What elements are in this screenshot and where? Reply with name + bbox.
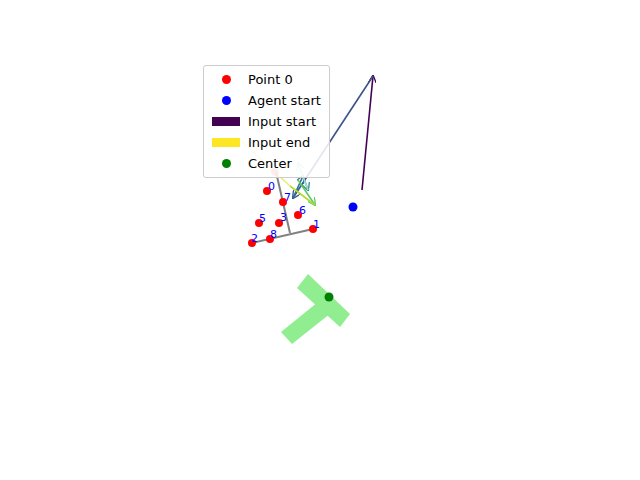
legend-text: Agent start xyxy=(248,93,321,108)
legend-sample xyxy=(212,69,242,90)
legend-sample xyxy=(212,153,242,174)
legend-row: Agent start xyxy=(212,90,321,111)
legend-sample xyxy=(212,111,242,132)
legend-text: Input end xyxy=(248,135,310,150)
point-index-label: 7 xyxy=(284,192,291,203)
point-index-label: 2 xyxy=(251,233,258,244)
legend-row: Point 0 xyxy=(212,69,321,90)
legend-row: Center xyxy=(212,153,321,174)
legend-text: Input start xyxy=(248,114,316,129)
legend-marker xyxy=(222,159,231,168)
legend-text: Point 0 xyxy=(248,72,293,87)
legend-sample xyxy=(212,90,242,111)
legend-text: Center xyxy=(248,156,292,171)
legend-row: Input start xyxy=(212,111,321,132)
input-trajectory xyxy=(236,76,373,205)
legend-row: Input end xyxy=(212,132,321,153)
legend-swatch xyxy=(212,138,240,147)
point-index-label: 1 xyxy=(313,219,320,230)
center-dot xyxy=(325,293,334,302)
legend-marker xyxy=(222,75,231,84)
legend-sample xyxy=(212,132,242,153)
point-index-label: 3 xyxy=(280,212,287,223)
point-index-label: 0 xyxy=(268,181,275,192)
agent-start-dot xyxy=(349,203,358,212)
legend-swatch xyxy=(212,117,240,126)
t-shape xyxy=(281,274,350,344)
point-index-label: 6 xyxy=(299,205,306,216)
legend-marker xyxy=(222,96,231,105)
keypoints xyxy=(248,168,317,247)
point-index-label: 5 xyxy=(259,213,266,224)
point-index-label: 8 xyxy=(270,229,277,240)
legend-box: Point 0 Agent startInput startInput endCe… xyxy=(203,65,330,178)
